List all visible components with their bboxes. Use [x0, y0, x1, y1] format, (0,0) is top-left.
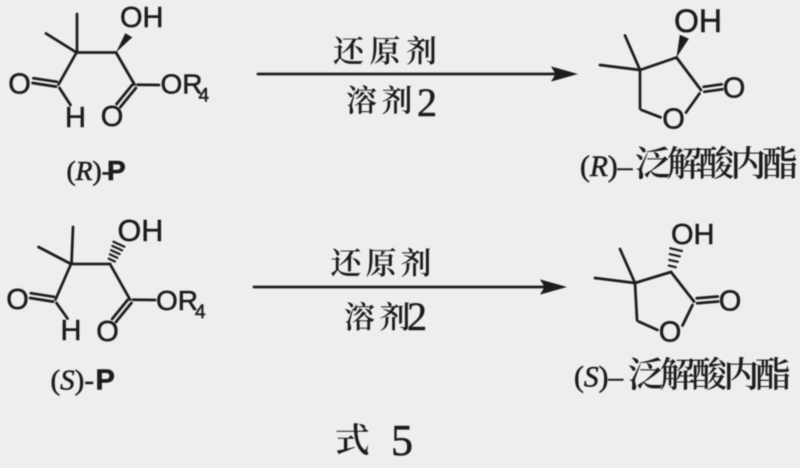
svg-text:H: H — [65, 102, 86, 134]
svg-text:OH: OH — [120, 2, 164, 34]
svg-text:(R)-: (R)- — [67, 155, 111, 186]
svg-text:2: 2 — [407, 294, 427, 339]
svg-text:OH: OH — [674, 3, 722, 39]
svg-text:O: O — [8, 69, 31, 101]
svg-text:H: H — [61, 315, 82, 347]
svg-text:4: 4 — [199, 86, 210, 107]
svg-text:OH: OH — [118, 214, 164, 248]
svg-text:O: O — [723, 73, 746, 105]
svg-text:OR: OR — [161, 69, 203, 100]
svg-text:O: O — [662, 104, 685, 136]
svg-text:OH: OH — [671, 219, 715, 251]
svg-text:(S)-: (S)- — [51, 365, 95, 397]
svg-text:P: P — [107, 155, 126, 186]
svg-text:O: O — [719, 286, 742, 318]
svg-text:O: O — [101, 101, 124, 133]
svg-text:OR: OR — [156, 285, 198, 316]
svg-text:O: O — [96, 316, 119, 348]
svg-text:O: O — [6, 284, 29, 316]
svg-text:(R)–: (R)– — [580, 151, 633, 183]
svg-text:5: 5 — [391, 416, 413, 465]
svg-text:O: O — [659, 317, 682, 349]
svg-text:2: 2 — [417, 80, 437, 125]
svg-text:4: 4 — [195, 302, 206, 323]
svg-text:P: P — [96, 365, 115, 397]
svg-text:(S)–: (S)– — [574, 362, 623, 394]
